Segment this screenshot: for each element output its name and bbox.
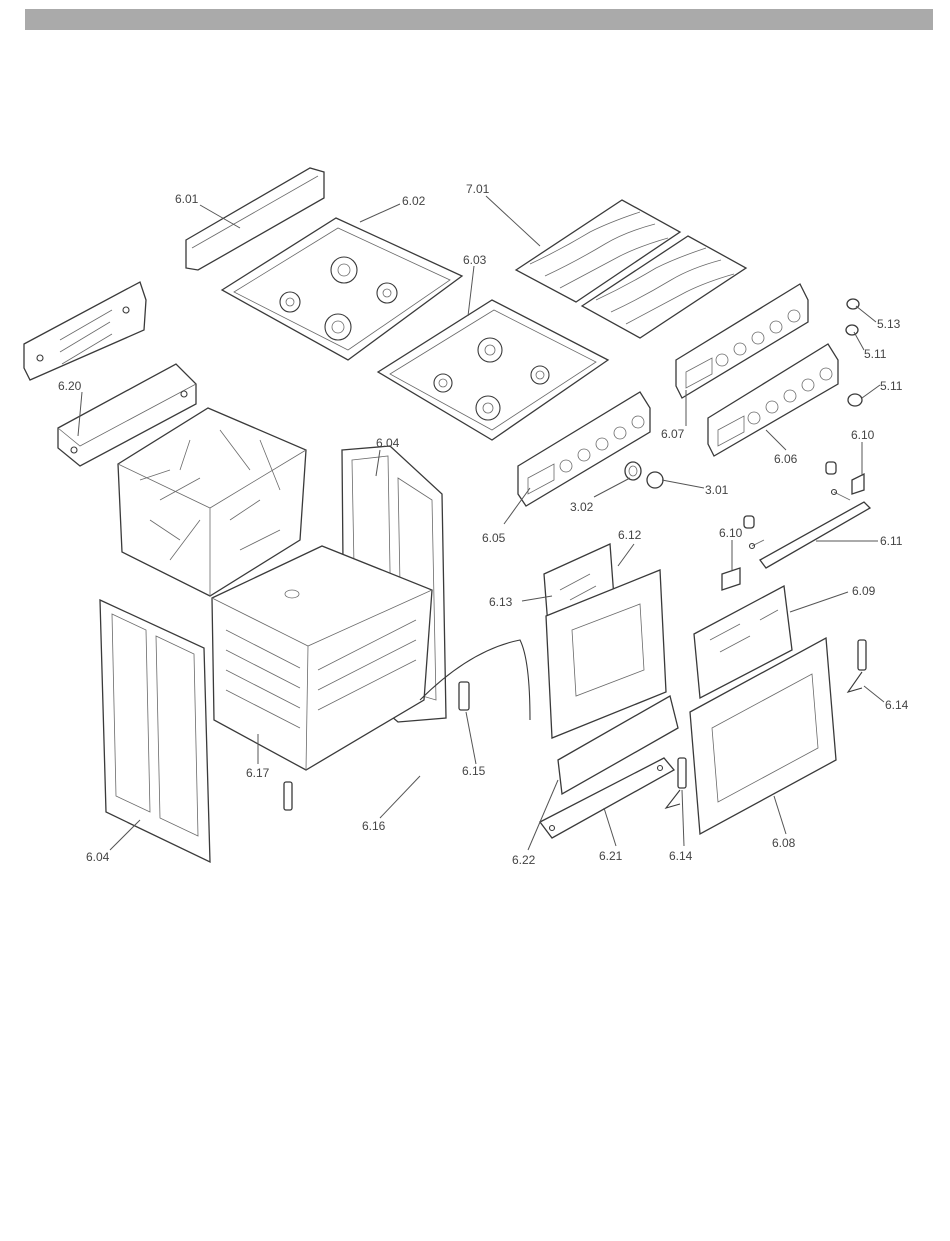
label-5-13: 5.13 <box>877 317 901 331</box>
label-6-07: 6.07 <box>661 427 685 441</box>
label-6-09: 6.09 <box>852 584 876 598</box>
part-cooktop-upper <box>222 218 462 360</box>
label-6-08: 6.08 <box>772 836 796 850</box>
label-6-04-right: 6.04 <box>376 436 400 450</box>
label-6-11: 6.11 <box>880 534 903 548</box>
label-3-01: 3.01 <box>705 483 729 497</box>
label-6-16: 6.16 <box>362 819 386 833</box>
part-door-handle <box>760 502 870 568</box>
label-6-20: 6.20 <box>58 379 82 393</box>
part-handle-bracket-upper <box>826 462 864 500</box>
part-back-plate <box>24 282 146 380</box>
label-6-01: 6.01 <box>175 192 199 206</box>
label-6-14-left: 6.14 <box>669 849 693 863</box>
label-6-10-lower: 6.10 <box>719 526 743 540</box>
label-7-01: 7.01 <box>466 182 490 196</box>
label-6-10-upper: 6.10 <box>851 428 875 442</box>
label-6-22: 6.22 <box>512 853 536 867</box>
label-6-05: 6.05 <box>482 531 506 545</box>
label-6-14-right: 6.14 <box>885 698 909 712</box>
part-fitting <box>284 782 292 810</box>
label-5-11-upper: 5.11 <box>864 347 887 361</box>
label-6-17: 6.17 <box>246 766 270 780</box>
label-5-11-lower: 5.11 <box>880 379 903 393</box>
label-6-06: 6.06 <box>774 452 798 466</box>
label-6-04-left: 6.04 <box>86 850 110 864</box>
part-cooktop-lower <box>378 300 608 440</box>
label-6-12: 6.12 <box>618 528 642 542</box>
label-3-02: 3.02 <box>570 500 594 514</box>
part-grates <box>516 200 746 338</box>
part-side-panel-left <box>100 600 210 862</box>
label-6-21: 6.21 <box>599 849 623 863</box>
part-oven-cavity <box>212 546 432 770</box>
label-6-02: 6.02 <box>402 194 426 208</box>
label-6-03: 6.03 <box>463 253 487 267</box>
part-knobs <box>846 299 862 406</box>
part-hinge-right <box>848 640 866 692</box>
label-6-13: 6.13 <box>489 595 513 609</box>
part-knob-bezel <box>625 462 663 488</box>
label-6-15: 6.15 <box>462 764 486 778</box>
